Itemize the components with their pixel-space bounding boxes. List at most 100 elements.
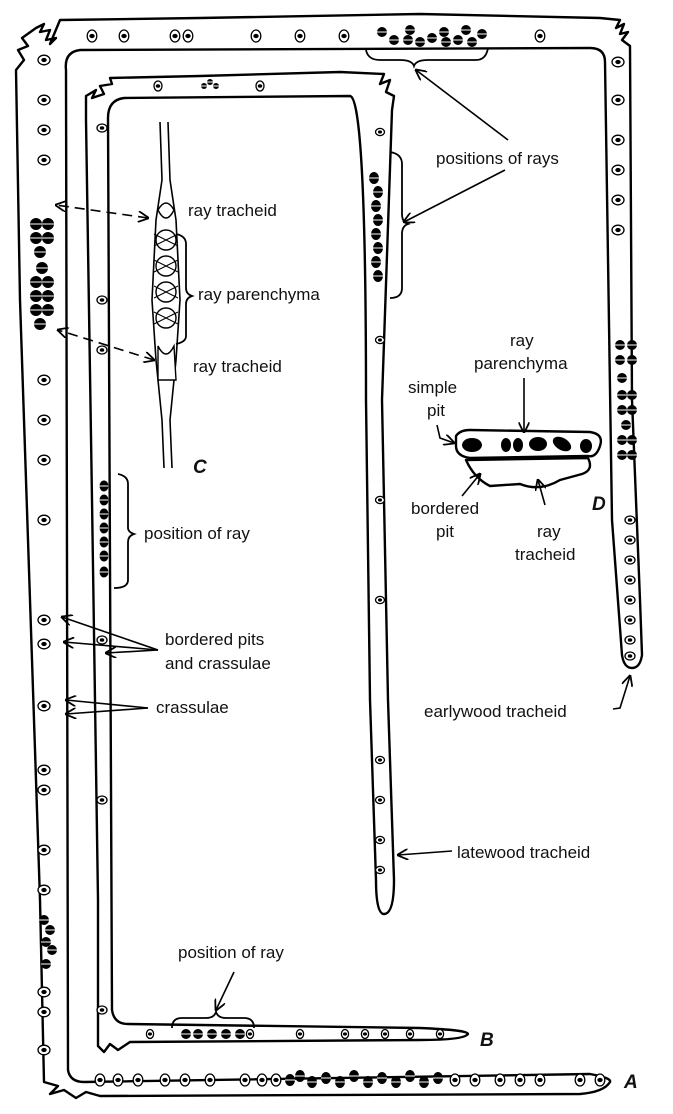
ray-pit [349,1070,359,1082]
bordered-pit [37,1044,51,1056]
ray-pit [419,1076,429,1088]
ray-pit [99,536,109,548]
label-ray-tracheid-bottom: ray tracheid [193,357,282,376]
label-ray-parenchyma-d-line1: ray [510,331,534,350]
pit-pair [153,259,179,273]
bordered-pit [405,1028,415,1040]
bordered-pit [611,134,625,146]
bordered-pit [245,1028,255,1040]
ray-pit [235,1029,245,1039]
arrow-positions-of-rays-top [416,70,509,141]
bordered-pit [624,615,636,625]
bordered-pit [182,29,194,43]
bordered-pit [624,635,636,645]
ray-pit [371,256,381,268]
ray-pit [373,270,383,282]
bordered-pit [94,1073,106,1087]
bordered-pit [239,1073,251,1087]
bordered-pit [534,29,546,43]
ray-pit [391,1076,401,1088]
bordered-pit [611,56,625,68]
ray-tracheid-cell [464,456,592,489]
ray-pit [373,186,383,198]
bordered-pit [37,784,51,796]
pit-pair [153,311,179,325]
ray-section-c [151,121,181,469]
bordered-pit [86,29,98,43]
tracheid-a-ray-pits [30,25,637,1088]
ray-pit [617,435,627,445]
bordered-pit [37,764,51,776]
bordered-pit [449,1073,461,1087]
bordered-pit [37,844,51,856]
ray-pit [403,35,413,45]
bordered-pit [435,1028,445,1040]
bordered-pit [37,884,51,896]
ray-pit [42,290,54,302]
ray-pit [617,405,627,415]
ray-detail-d [454,428,603,489]
ray-pit [373,214,383,226]
bordered-pit [374,835,386,845]
ray-pit [41,959,51,969]
simple-pit [529,437,547,451]
tracheid-b [84,70,470,1054]
brace-left-ray [113,473,137,589]
bordered-pit [96,345,108,355]
label-ray-tracheid-top: ray tracheid [188,201,277,220]
dashed-arrow-ray-tracheid-bottom [58,330,154,360]
bordered-pit [611,94,625,106]
bordered-pit [624,555,636,565]
ray-pit [335,1076,345,1088]
bordered-pit [514,1073,526,1087]
bordered-pit [96,123,108,133]
label-simple-pit-line2: pit [427,401,445,420]
bordered-pit [96,795,108,805]
simple-pit [580,439,592,453]
simple-pit [462,438,482,452]
label-latewood-tracheid: latewood tracheid [457,843,590,862]
bordered-pit [37,700,51,712]
ray-pit [30,218,42,230]
ray-pit [30,304,42,316]
bordered-pit [360,1028,370,1040]
ray-tracheid-cell-c-bottom [157,343,177,381]
ray-pit [477,29,487,39]
arrow-bordered-pits-2 [64,642,159,651]
ray-pit [627,435,637,445]
ray-pit [627,450,637,460]
bordered-pit [611,194,625,206]
ray-pit [321,1072,331,1084]
bordered-pit [255,80,265,92]
bordered-pit [374,495,386,505]
bordered-pit [374,865,386,875]
bordered-pit [574,1073,586,1087]
ray-pit [201,83,207,89]
bordered-pit [96,635,108,645]
bordered-pit [37,124,51,136]
tracheid-a-bordered-pits [37,29,636,1087]
panel-letter-a: A [623,1072,638,1093]
ray-pit [99,480,109,492]
simple-pit [501,438,511,452]
bordered-pit [37,614,51,626]
ray-pit [453,35,463,45]
ray-pit [99,522,109,534]
ray-pit [617,390,627,400]
arrow-earlywood-tracheid [612,676,630,710]
bordered-pit [37,986,51,998]
bordered-pit [37,54,51,66]
ray-pit [30,276,42,288]
bordered-pit [624,515,636,525]
ray-pit [30,290,42,302]
ray-pit [427,33,437,43]
ray-pit [47,945,57,955]
label-positions-of-rays: positions of rays [436,149,559,168]
ray-pit [42,276,54,288]
arrow-position-of-ray-bottom [216,971,235,1010]
ray-pit [207,79,213,85]
brace-top-ray [365,47,489,69]
ray-pit [615,355,625,365]
bordered-pit [37,414,51,426]
ray-pit [285,1074,295,1086]
